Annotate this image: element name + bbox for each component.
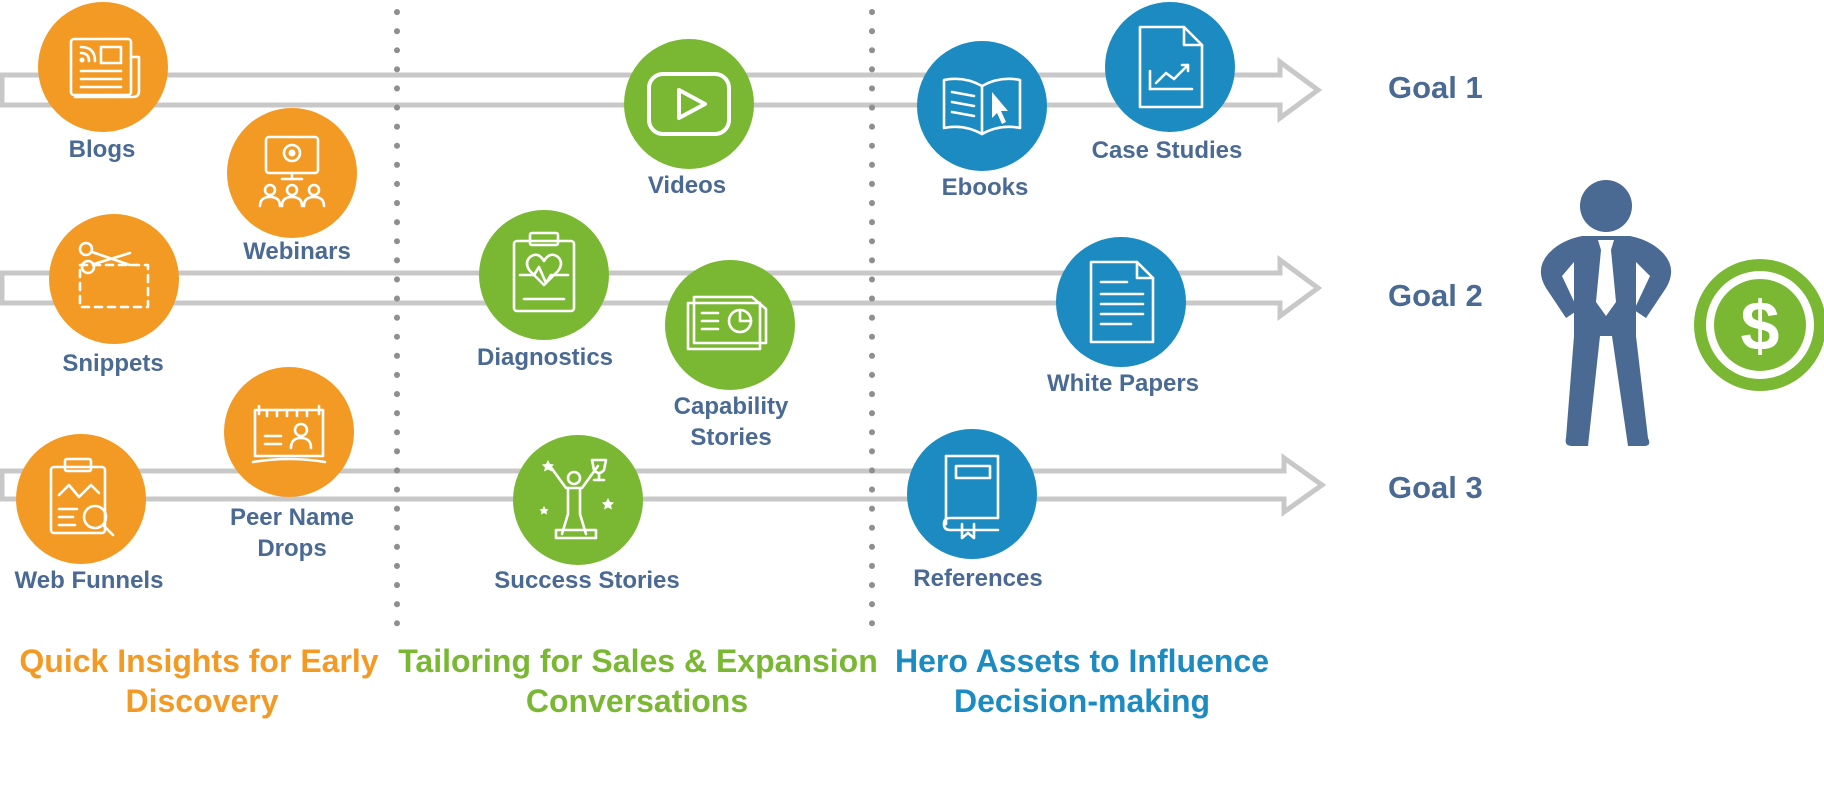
asset-capability-stories: Capability Stories: [665, 260, 795, 451]
scissors-icon: [78, 241, 150, 309]
asset-white-papers: White Papers: [1047, 237, 1199, 397]
caption-quick-insights: Quick Insights for Early Discovery: [19, 643, 378, 719]
asset-label-videos: Videos: [648, 172, 726, 199]
asset-web-funnels: Web Funnels: [15, 434, 164, 594]
goal-arrow-1: [0, 57, 1323, 123]
goal-label-3: Goal 3: [1388, 470, 1483, 505]
caption-quick-insights-line-1: Quick Insights for Early: [19, 643, 378, 679]
asset-webinars: Webinars: [227, 108, 357, 265]
newspaper-icon: [69, 37, 141, 99]
goal-arrow-2: [0, 255, 1323, 321]
asset-label-references: References: [913, 565, 1042, 592]
asset-label-ebooks: Ebooks: [942, 174, 1029, 201]
caption-tailoring: Tailoring for Sales & Expansion Conversa…: [398, 643, 878, 719]
asset-snippets: Snippets: [49, 214, 179, 377]
name-card-icon: [251, 404, 327, 464]
goal-label-2: Goal 2: [1388, 278, 1483, 313]
clipboard-chart-icon: [49, 457, 115, 537]
asset-label-blogs: Blogs: [69, 136, 136, 163]
asset-label-peer-name-drops-line-2: Drops: [257, 535, 326, 562]
asset-label-snippets: Snippets: [62, 350, 163, 377]
trophy-person-icon: [539, 458, 614, 540]
document-icon: [1089, 260, 1155, 344]
businessman-icon: [1540, 180, 1672, 446]
dollar-coin-icon: $: [1694, 259, 1824, 391]
asset-label-peer-name-drops-line-1: Peer Name: [230, 504, 354, 531]
asset-ebooks: Ebooks: [917, 41, 1047, 201]
goal-arrow-3: [0, 453, 1327, 517]
asset-label-white-papers: White Papers: [1047, 370, 1199, 397]
dollar-symbol: $: [1741, 287, 1780, 365]
caption-tailoring-line-2: Conversations: [526, 683, 748, 719]
asset-label-diagnostics: Diagnostics: [477, 344, 613, 371]
asset-label-capability-stories-line-2: Stories: [690, 424, 771, 451]
asset-peer-name-drops: Peer Name Drops: [224, 367, 354, 562]
asset-label-web-funnels: Web Funnels: [15, 567, 164, 594]
asset-label-case-studies: Case Studies: [1092, 137, 1243, 164]
asset-label-capability-stories-line-1: Capability: [674, 393, 789, 420]
caption-tailoring-line-1: Tailoring for Sales & Expansion: [398, 643, 878, 679]
open-book-icon: [942, 77, 1022, 136]
caption-hero-assets: Hero Assets to Influence Decision-making: [895, 643, 1269, 719]
documents-chart-icon: [686, 295, 768, 351]
caption-hero-assets-line-2: Decision-making: [954, 683, 1210, 719]
asset-diagnostics: Diagnostics: [477, 210, 613, 371]
webinar-icon: [258, 135, 326, 208]
play-icon: [647, 72, 731, 136]
asset-blogs: Blogs: [38, 2, 168, 163]
asset-label-webinars: Webinars: [243, 238, 351, 265]
document-chart-icon: [1138, 25, 1204, 109]
asset-videos: Videos: [624, 39, 754, 199]
goal-label-1: Goal 1: [1388, 70, 1483, 105]
book-icon: [942, 454, 1000, 540]
asset-success-stories: Success Stories: [494, 435, 680, 594]
clipboard-heartbeat-icon: [512, 231, 576, 313]
caption-quick-insights-line-2: Discovery: [126, 683, 279, 719]
caption-hero-assets-line-1: Hero Assets to Influence: [895, 643, 1269, 679]
asset-references: References: [907, 429, 1043, 592]
asset-case-studies: Case Studies: [1092, 2, 1243, 164]
asset-label-success-stories: Success Stories: [494, 567, 679, 594]
